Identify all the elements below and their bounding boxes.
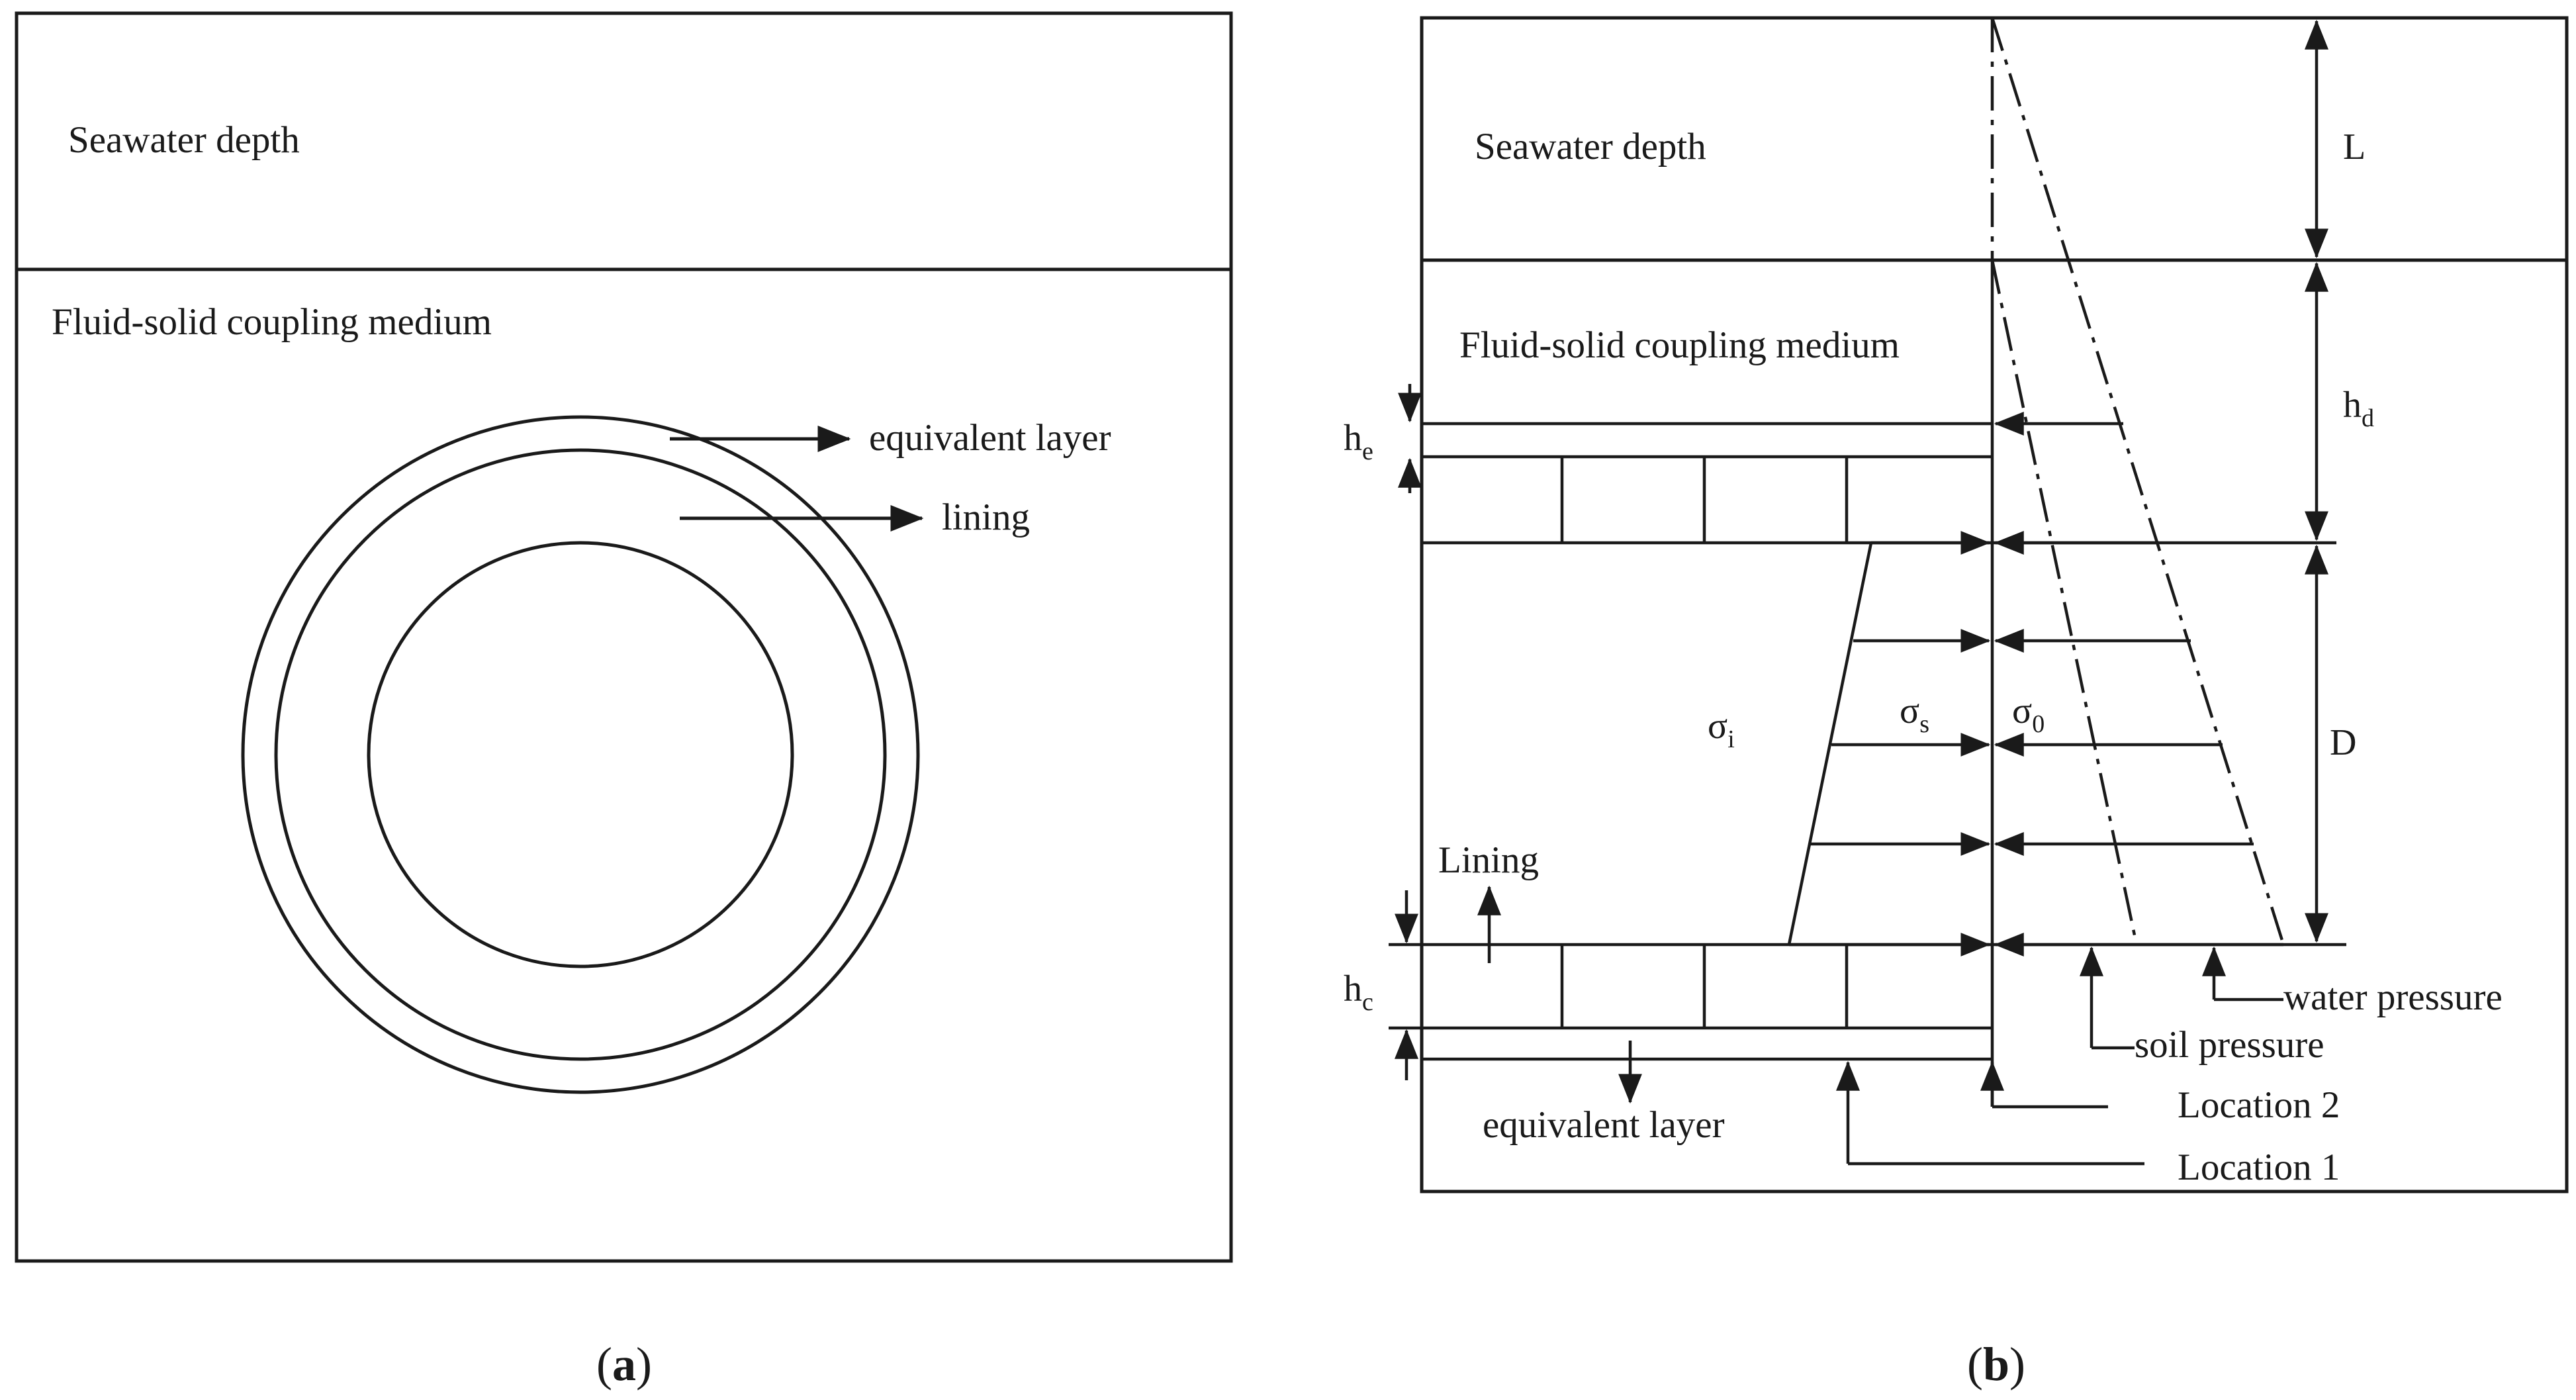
panel-b-lining-label: Lining xyxy=(1438,839,1539,881)
soil-pressure-envelope xyxy=(1990,259,2139,945)
lining-outer-circle xyxy=(274,448,887,1061)
lining-inner-circle xyxy=(367,541,794,968)
dimension-L-label: L xyxy=(2343,126,2366,167)
panel-b-frame xyxy=(1420,16,2569,1193)
water-pressure-label: water pressure xyxy=(2283,976,2503,1018)
water-pressure-envelope xyxy=(1990,17,2285,945)
sigma-i-label: σi xyxy=(1708,706,1735,753)
soil-pressure-label: soil pressure xyxy=(2135,1024,2324,1066)
dimension-D-label: D xyxy=(2330,722,2356,763)
panel-b-caption: (b) xyxy=(1967,1338,2025,1391)
panel-a: Seawater depth Fluid-solid coupling medi… xyxy=(15,11,1233,1391)
panel-a-medium-label: Fluid-solid coupling medium xyxy=(52,301,492,343)
panel-b-seawater-label: Seawater depth xyxy=(1475,126,1706,167)
panel-b-equivalent-layer-label: equivalent layer xyxy=(1483,1104,1725,1146)
location-1-label: Location 1 xyxy=(2178,1146,2340,1188)
panel-a-equivalent-layer-label: equivalent layer xyxy=(869,417,1111,459)
panel-b: Seawater depth Fluid-solid coupling medi… xyxy=(1344,16,2569,1391)
panel-a-lining-label: lining xyxy=(942,496,1030,538)
panel-b-medium-label: Fluid-solid coupling medium xyxy=(1459,324,1900,366)
sigma-s-label: σs xyxy=(1900,690,1929,738)
panel-a-frame xyxy=(15,11,1233,1263)
dimension-hd-label: hd xyxy=(2343,385,2374,432)
panel-a-seawater-label: Seawater depth xyxy=(68,119,300,161)
dimension-he-label: he xyxy=(1344,418,1373,465)
location-2-label: Location 2 xyxy=(2178,1084,2340,1126)
panel-a-caption: (a) xyxy=(596,1338,652,1391)
equivalent-layer-circle xyxy=(241,415,920,1094)
dimension-hc-label: hc xyxy=(1344,968,1373,1016)
internal-stress-profile xyxy=(1787,542,1873,945)
sigma-0-label: σ0 xyxy=(2012,690,2045,738)
